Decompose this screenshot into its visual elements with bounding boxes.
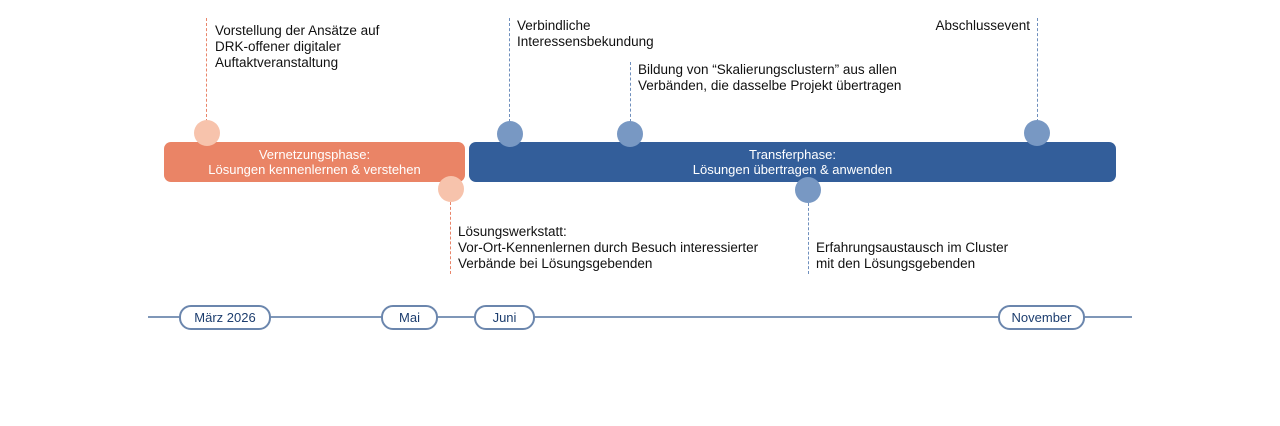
connector-line [509,18,510,122]
event-label-line: Vorstellung der Ansätze auf [215,23,380,38]
event-label-line: mit den Lösungsgebenden [816,256,976,271]
month-label-november: November [998,305,1085,330]
phase-title: Vernetzungsphase: [258,147,371,162]
month-label-juni: Juni [474,305,535,330]
event-label-line: Lösungswerkstatt: [458,224,567,239]
connector-line [450,202,451,274]
event-label-line: Verbände bei Lösungsgebenden [458,256,653,271]
event-label: Vorstellung der Ansätze auf DRK-offener … [215,23,379,71]
phase-bar-transfer: Transferphase: Lösungen übertragen & anw… [469,142,1116,182]
event-label-line: Auftaktveranstaltung [215,55,339,70]
phase-bar-vernetzung: Vernetzungsphase: Lösungen kennenlernen … [164,142,465,182]
connector-line [808,203,809,274]
event-label-line: DRK-offener digitaler [215,39,341,54]
phase-subtitle: Lösungen kennenlernen & verstehen [208,162,421,177]
milestone-dot [497,121,523,147]
event-label: Bildung von “Skalierungsclustern” aus al… [638,62,901,94]
phase-subtitle: Lösungen übertragen & anwenden [692,162,893,177]
event-label-line: Abschlussevent [935,18,1030,33]
event-label-line: Erfahrungsaustausch im Cluster [816,240,1009,255]
milestone-dot [194,120,220,146]
connector-line [1037,18,1038,122]
event-label-line: Bildung von “Skalierungsclustern” aus al… [638,62,897,77]
connector-line [206,18,207,122]
milestone-dot [1024,120,1050,146]
event-label-line: Vor-Ort-Kennenlernen durch Besuch intere… [458,240,759,255]
event-label: Lösungswerkstatt: Vor-Ort-Kennenlernen d… [458,224,758,272]
month-label-maerz: März 2026 [179,305,271,330]
connector-line [630,62,631,122]
event-label-line: Interessensbekundung [517,34,654,49]
event-label: Verbindliche Interessensbekundung [517,18,654,50]
timeline-axis [148,316,1132,318]
event-label-line: Verbindliche [517,18,591,33]
milestone-dot [438,176,464,202]
milestone-dot [795,177,821,203]
month-label-mai: Mai [381,305,438,330]
phase-title: Transferphase: [749,147,836,162]
milestone-dot [617,121,643,147]
event-label-line: Verbänden, die dasselbe Projekt übertrag… [638,78,902,93]
event-label: Abschlussevent [927,18,1030,34]
event-label: Erfahrungsaustausch im Cluster mit den L… [816,240,1008,272]
